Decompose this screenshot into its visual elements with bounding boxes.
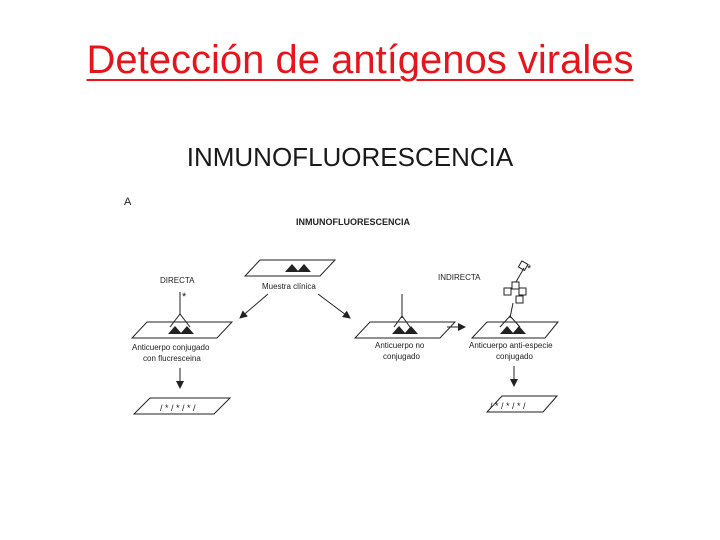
indirect-right-label-1: Anticuerpo anti-especie bbox=[469, 341, 553, 350]
indirect-left-label-1: Anticuerpo no bbox=[375, 341, 425, 350]
indirect-label: INDIRECTA bbox=[438, 273, 481, 282]
indirect-result-slide: / * / * / * / bbox=[487, 396, 557, 412]
panel-letter: A bbox=[124, 196, 132, 208]
direct-step-label-2: con flucresceina bbox=[143, 354, 201, 363]
sample-slide bbox=[245, 260, 335, 276]
svg-text:/ * / * / * /: / * / * / * / bbox=[160, 403, 196, 413]
indirect-fluor-symbol: * bbox=[527, 263, 532, 275]
indirect-secondary-slide bbox=[472, 316, 558, 338]
direct-step-label-1: Anticuerpo conjugado bbox=[132, 343, 210, 352]
anti-species-antibody bbox=[504, 261, 528, 318]
arrow-to-indirect bbox=[318, 294, 350, 318]
sample-label: Muestra clínica bbox=[262, 282, 316, 291]
arrow-to-direct bbox=[240, 294, 268, 318]
direct-fluor-symbol: * bbox=[182, 291, 187, 303]
direct-result-slide: / * / * / * / bbox=[134, 398, 230, 414]
svg-text:/ * / * / * /: / * / * / * / bbox=[490, 401, 526, 411]
indirect-right-label-2: conjugado bbox=[496, 352, 533, 361]
indirect-primary-slide bbox=[355, 316, 455, 338]
figure-heading: INMUNOFLUORESCENCIA bbox=[296, 217, 410, 227]
indirect-left-label-2: conjugado bbox=[383, 352, 420, 361]
direct-label: DIRECTA bbox=[160, 276, 195, 285]
